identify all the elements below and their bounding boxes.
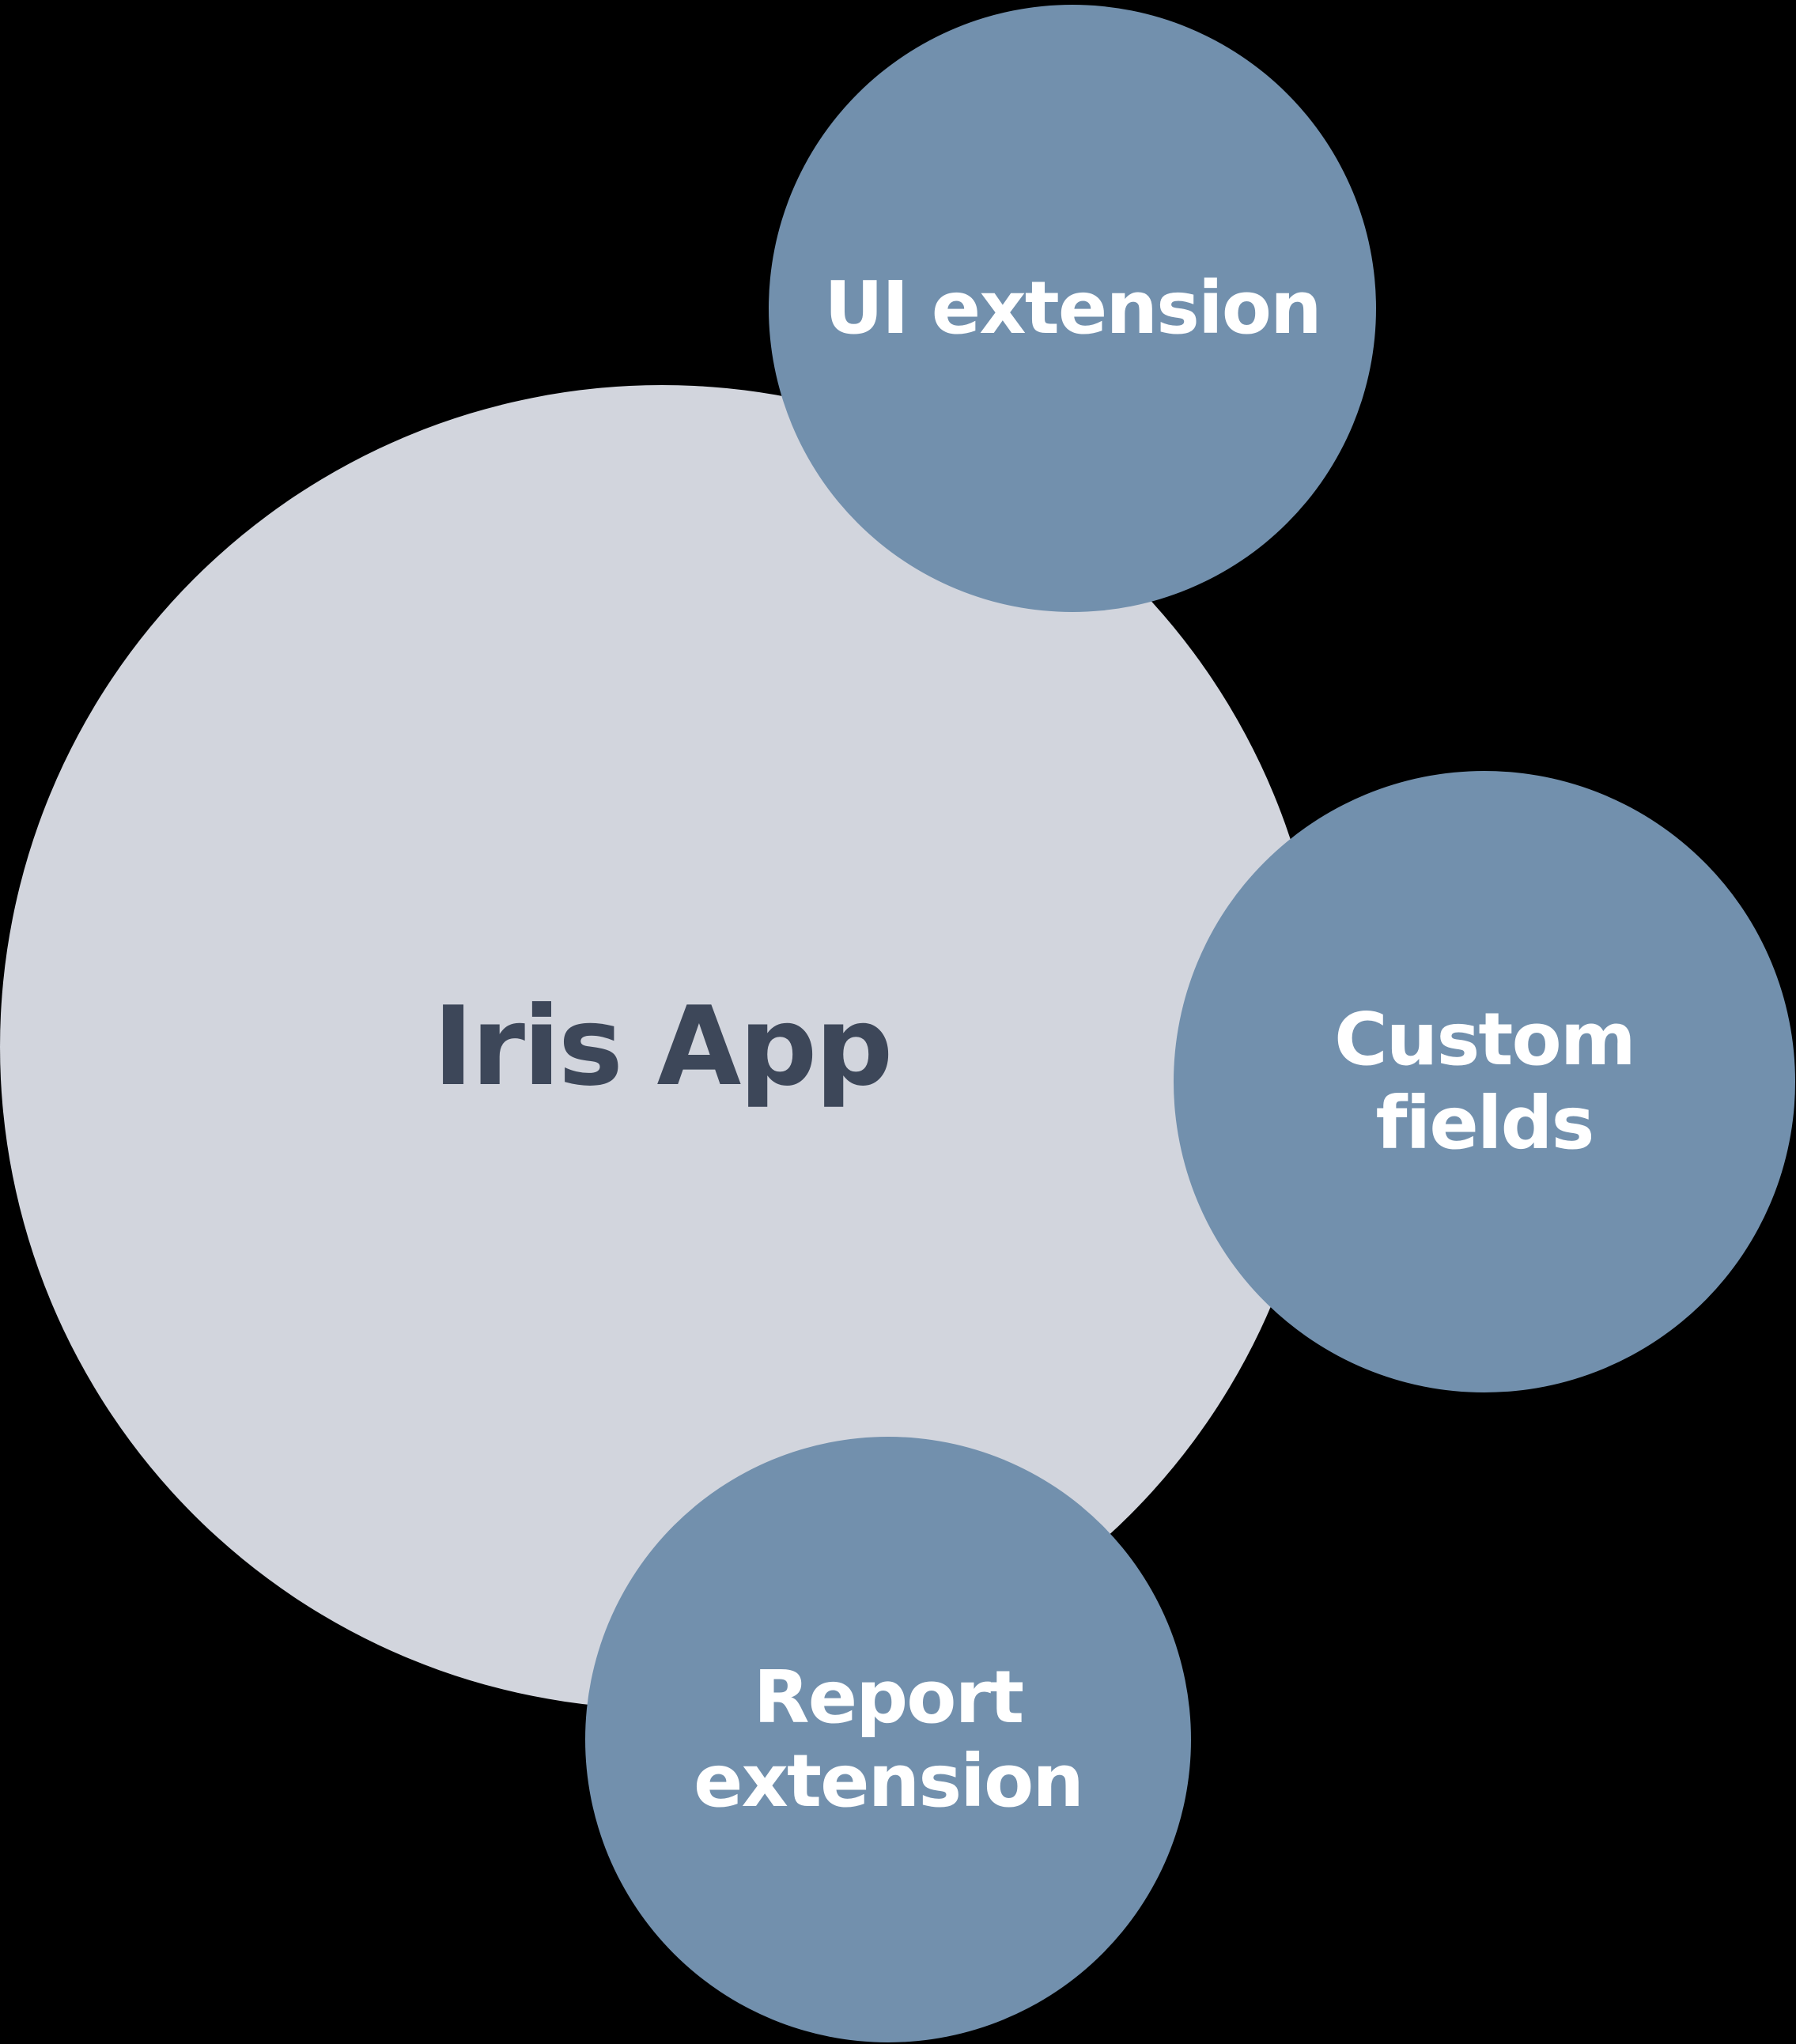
iris-app-label: Iris App bbox=[433, 982, 893, 1110]
custom-fields-label: Custom fields bbox=[1334, 997, 1636, 1166]
report-extension-circle: Report extension bbox=[585, 1437, 1191, 2042]
ui-extension-circle: UI extension bbox=[769, 5, 1376, 612]
report-extension-label: Report extension bbox=[693, 1655, 1084, 1823]
custom-fields-circle: Custom fields bbox=[1174, 771, 1795, 1392]
ui-extension-label: UI extension bbox=[824, 266, 1321, 351]
